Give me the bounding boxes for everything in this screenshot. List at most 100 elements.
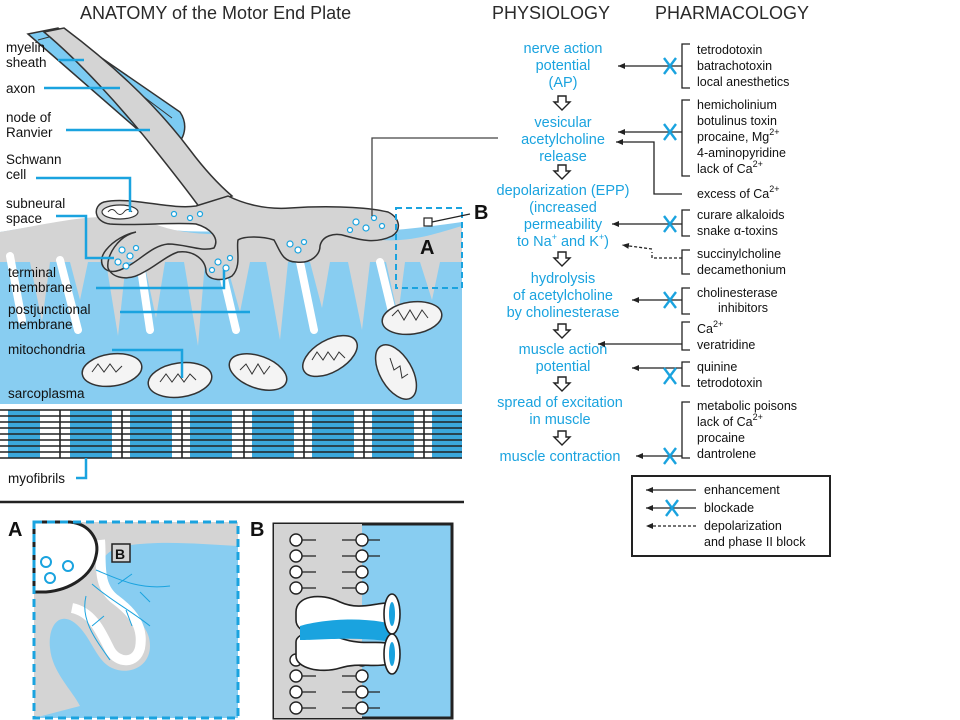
drug-inhibitors: inhibitors bbox=[718, 301, 768, 315]
label-ranvier: Ranvier bbox=[6, 125, 53, 140]
drug-excess-ca-sup: 2+ bbox=[769, 184, 779, 194]
drug-ca-sup: 2+ bbox=[713, 319, 723, 329]
phys-step7: muscle contraction bbox=[500, 449, 621, 465]
junctional-folds bbox=[0, 216, 462, 346]
label-schwann: Schwann bbox=[6, 152, 62, 167]
phys-step1-line3: (AP) bbox=[549, 75, 578, 91]
svg-text:excess of Ca2+: excess of Ca2+ bbox=[697, 184, 780, 201]
inset-b-label: B bbox=[250, 519, 264, 541]
region-a-label: A bbox=[420, 237, 434, 259]
phys-step3-na-sup: + bbox=[552, 232, 557, 242]
drug-veratridine: veratridine bbox=[697, 338, 755, 352]
flow-arrows bbox=[552, 95, 572, 446]
drug-decamethonium: decamethonium bbox=[697, 263, 786, 277]
label-membrane-1: membrane bbox=[8, 280, 73, 295]
anatomy-illustration: A B bbox=[0, 27, 498, 480]
phys-step2-line3: release bbox=[539, 149, 587, 165]
label-sheath: sheath bbox=[6, 55, 47, 70]
drug-metabolic-poisons: metabolic poisons bbox=[697, 399, 797, 413]
label-myofibrils: myofibrils bbox=[8, 471, 65, 486]
phys-step4-line2: of acetylcholine bbox=[513, 288, 613, 304]
pharmacology-heading: PHARMACOLOGY bbox=[655, 3, 809, 23]
phys-step1-line2: potential bbox=[536, 58, 591, 74]
inset-a-label: A bbox=[8, 519, 22, 541]
phys-step6-line2: in muscle bbox=[529, 412, 590, 428]
label-cell: cell bbox=[6, 167, 26, 182]
physiology-heading: PHYSIOLOGY bbox=[492, 3, 610, 23]
drug-hemicholinium: hemicholinium bbox=[697, 98, 777, 112]
drug-local-anesthetics: local anesthetics bbox=[697, 75, 789, 89]
axon bbox=[42, 27, 234, 209]
phys-step4-line3: by cholinesterase bbox=[507, 305, 620, 321]
pharmacology-column: tetrodotoxin batrachotoxin local anestheti… bbox=[598, 43, 797, 465]
label-axon: axon bbox=[6, 81, 35, 96]
phys-step3-na: to Na bbox=[517, 234, 553, 250]
svg-text:depolarization (EPP)(increased: depolarization (EPP)(increasedpermeabili… bbox=[497, 183, 630, 233]
drug-batrachotoxin: batrachotoxin bbox=[697, 59, 772, 73]
inset-a: A B bbox=[8, 519, 240, 720]
phys-step3-close: ) bbox=[604, 234, 609, 250]
label-node-of: node of bbox=[6, 110, 51, 125]
phys-step3-line3: permeability bbox=[524, 217, 603, 233]
drug-curare: curare alkaloids bbox=[697, 208, 785, 222]
legend-enhancement: enhancement bbox=[704, 483, 780, 497]
region-b-marker bbox=[423, 217, 433, 227]
label-myelin: myelin bbox=[6, 40, 45, 55]
phys-step2-line1: vesicular bbox=[534, 115, 591, 131]
label-terminal: terminal bbox=[8, 265, 56, 280]
blockade-marks bbox=[663, 57, 677, 465]
drug-botulinus: botulinus toxin bbox=[697, 114, 777, 128]
label-postjunctional: postjunctional bbox=[8, 302, 91, 317]
svg-text:lack of Ca2+: lack of Ca2+ bbox=[697, 159, 763, 176]
phys-step5-line2: potential bbox=[536, 359, 591, 375]
svg-text:lack of Ca2+: lack of Ca2+ bbox=[697, 412, 763, 429]
label-membrane-2: membrane bbox=[8, 317, 73, 332]
phys-step6-line1: spread of excitation bbox=[497, 395, 623, 411]
label-sarcoplasma: sarcoplasma bbox=[8, 386, 85, 401]
phys-step2-line2: acetylcholine bbox=[521, 132, 605, 148]
drug-ca: Ca bbox=[697, 322, 713, 336]
drug-4-aminopyridine: 4-aminopyridine bbox=[697, 146, 786, 160]
drug-lack-ca-2-sup: 2+ bbox=[753, 412, 763, 422]
drug-tetrodotoxin-2: tetrodotoxin bbox=[697, 376, 762, 390]
drug-procaine-mg: procaine, Mg bbox=[697, 130, 769, 144]
anatomy-heading: ANATOMY of the Motor End Plate bbox=[80, 3, 351, 23]
legend-blockade-icon bbox=[665, 499, 679, 517]
phys-step1-line1: nerve action bbox=[524, 41, 603, 57]
release-connector bbox=[371, 137, 498, 216]
label-subneural: subneural bbox=[6, 196, 65, 211]
inset-a-marker-b: B bbox=[115, 546, 125, 562]
drug-succinylcholine: succinylcholine bbox=[697, 247, 781, 261]
drug-cholinesterase: cholinesterase bbox=[697, 286, 778, 300]
phys-step3-line2: (increased bbox=[529, 200, 597, 216]
drug-quinine: quinine bbox=[697, 360, 737, 374]
drug-tetrodotoxin-1: tetrodotoxin bbox=[697, 43, 762, 57]
drug-dantrolene: dantrolene bbox=[697, 447, 756, 461]
region-b-label: B bbox=[474, 202, 488, 224]
drug-excess-ca: excess of Ca bbox=[697, 187, 769, 201]
svg-text:procaine, Mg2+: procaine, Mg2+ bbox=[697, 127, 780, 144]
myofibrils-band bbox=[0, 404, 462, 462]
legend-blockade: blockade bbox=[704, 501, 754, 515]
label-mitochondria: mitochondria bbox=[8, 342, 86, 357]
